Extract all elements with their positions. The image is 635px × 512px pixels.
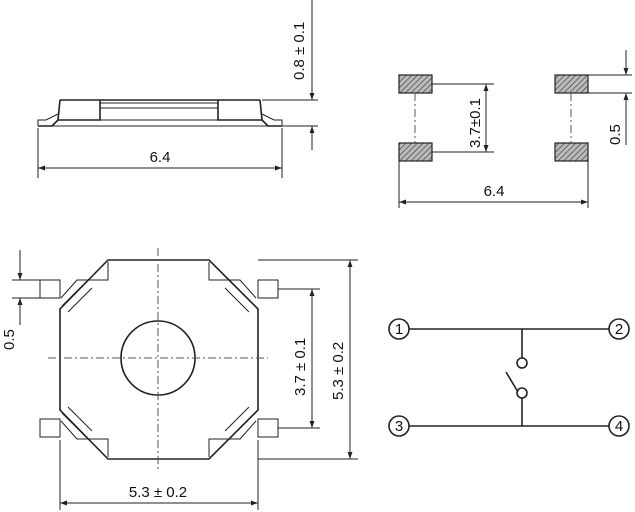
side-left-lead xyxy=(38,119,59,127)
pin-4-label: 4 xyxy=(615,418,623,435)
switch-contact-top xyxy=(516,357,528,369)
side-body-left xyxy=(57,99,101,121)
pad-top-right xyxy=(554,74,589,94)
pad-layout: 3.7±0.1 0.5 6.4 xyxy=(398,50,632,208)
side-right-lead xyxy=(261,119,282,127)
side-view: 0.8 ± 0.1 6.4 xyxy=(37,0,318,178)
pin-1-label: 1 xyxy=(395,321,403,338)
pin-2-label: 2 xyxy=(615,321,623,338)
bracket-top-right xyxy=(224,281,256,313)
pad-pitch-label: 3.7±0.1 xyxy=(467,98,484,148)
side-actuator xyxy=(99,102,219,121)
pad-size-label: 0.5 xyxy=(607,124,624,145)
lead-bottom-right xyxy=(257,418,279,438)
top-width-label: 5.3 ± 0.2 xyxy=(129,484,187,501)
bracket-bottom-left xyxy=(61,406,93,438)
lead-bottom-left xyxy=(39,418,61,438)
pad-width-label: 6.4 xyxy=(484,183,505,200)
lead-top-right xyxy=(257,279,279,299)
switch-lever xyxy=(505,371,519,393)
switch-contact-bottom xyxy=(516,387,528,399)
side-height-label: 0.8 ± 0.1 xyxy=(291,22,308,80)
bracket-top-left xyxy=(61,281,93,313)
top-view: 0.5 3.7 ± 0.1 5.3 ± 0.2 5.3 ± 0.2 xyxy=(1,248,358,510)
side-body-right xyxy=(217,99,263,121)
lead-top-left xyxy=(39,279,61,299)
pad-top-left xyxy=(398,74,433,94)
side-width-label: 6.4 xyxy=(150,149,171,166)
top-lead-label: 0.5 xyxy=(1,329,18,350)
schematic: 1 2 3 4 xyxy=(388,318,630,437)
pin-3-label: 3 xyxy=(395,418,403,435)
pad-bottom-right xyxy=(554,142,589,162)
top-inner-label: 3.7 ± 0.1 xyxy=(292,338,309,396)
top-body-octagon xyxy=(59,259,259,460)
top-outer-label: 5.3 ± 0.2 xyxy=(330,342,347,400)
bracket-bottom-right xyxy=(224,406,256,438)
pad-bottom-left xyxy=(398,142,433,162)
